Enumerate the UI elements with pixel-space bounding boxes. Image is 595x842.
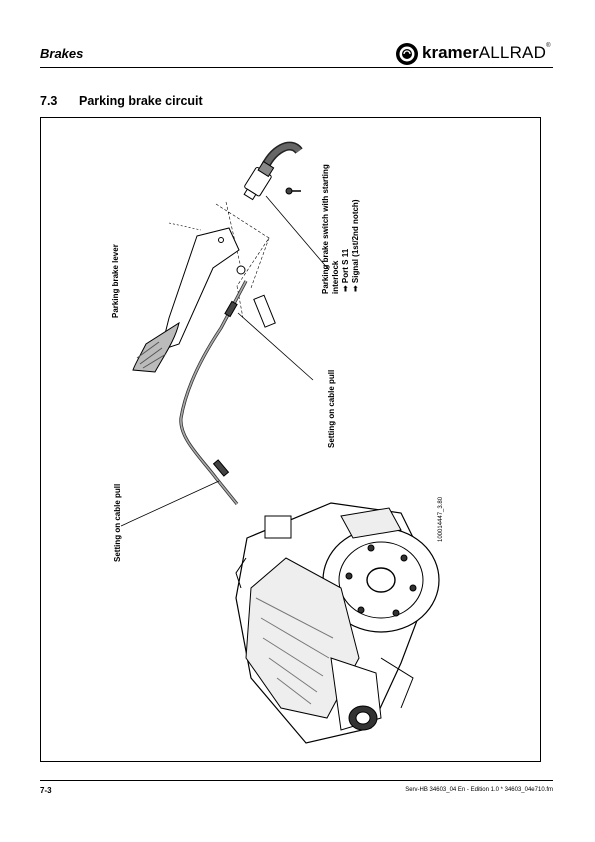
axle-assembly [235, 502, 440, 744]
section-number: 7.3 [40, 94, 58, 108]
leader-cable-lower [120, 480, 220, 527]
document-reference: Serv-HB 34603_04 En - Edition 1.0 * 3460… [405, 787, 553, 793]
parking-brake-illustration [120, 141, 440, 744]
chapter-title: Brakes [40, 46, 84, 61]
washer [236, 265, 246, 275]
leader-lever [141, 273, 161, 283]
label-switch-line1: Parking brake switch with starting [321, 164, 330, 294]
kramer-emblem-icon [396, 43, 418, 65]
kramer-logo: kramerALLRAD® [394, 41, 554, 67]
brake-cable [179, 280, 248, 506]
header-rule [40, 67, 553, 68]
switch-screw [285, 187, 293, 195]
label-switch-line2: interlock [331, 260, 340, 294]
footer-rule [40, 780, 553, 781]
clevis-pin [253, 294, 276, 328]
assembly-dashes [215, 201, 270, 319]
label-setting-cable-upper: Setting on cable pull [327, 369, 336, 448]
figure-frame: Parking brake switch with starting inter… [40, 117, 541, 762]
label-setting-cable-lower: Setting on cable pull [113, 483, 122, 562]
label-parking-brake-switch: Parking brake switch with starting inter… [321, 164, 361, 294]
page-number: 7-3 [40, 786, 52, 795]
brand-wordmark: kramerALLRAD® [422, 43, 550, 63]
label-switch-signal: ➡ Signal (1st/2nd notch) [351, 199, 360, 292]
leader-cable-upper [237, 312, 314, 381]
label-parking-brake-lever: Parking brake lever [111, 244, 120, 318]
brand-bold: kramer [422, 43, 479, 62]
parking-brake-switch [243, 160, 275, 201]
parking-brake-lever [132, 222, 240, 373]
section-title: Parking brake circuit [79, 94, 203, 108]
brand-registered: ® [546, 43, 551, 49]
figure-image-ref: 100014447_3.80 [438, 496, 444, 542]
brand-light: ALLRAD [478, 43, 547, 62]
label-switch-port: ➡ Port S 11 [341, 248, 350, 292]
leader-switch [265, 195, 330, 271]
